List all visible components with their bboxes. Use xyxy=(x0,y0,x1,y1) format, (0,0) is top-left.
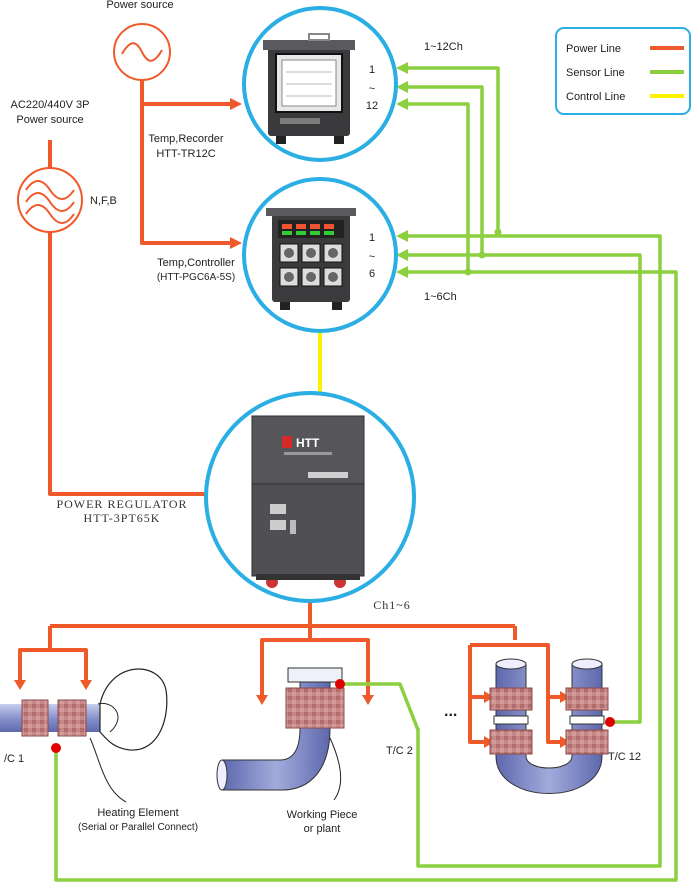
tc12-assembly xyxy=(489,658,615,794)
regulator-brand-label: HTT xyxy=(296,436,320,450)
temp-recorder xyxy=(242,6,398,162)
sensor-junction-dots xyxy=(464,228,502,276)
heating-element-label-2: (Serial or Parallel Connect) xyxy=(78,822,198,833)
sensor-lines xyxy=(54,66,678,882)
recorder-range-label: 1~12Ch xyxy=(424,41,463,53)
nfb-label: N,F,B xyxy=(90,195,117,207)
tc12-heater-1 xyxy=(489,687,533,711)
regulator-label-1: POWER REGULATOR xyxy=(56,497,187,511)
sensor-arrowheads xyxy=(396,62,408,278)
power-source-top-icon xyxy=(113,23,171,81)
power-lines xyxy=(18,80,566,744)
controller-ch-bot: 6 xyxy=(369,268,375,280)
recorder-label-1: Temp,Recorder xyxy=(148,133,224,145)
recorder-ch-top: 1 xyxy=(369,64,375,76)
tc1-assembly xyxy=(0,668,168,803)
recorder-ch-bot: 12 xyxy=(366,100,378,112)
tc2-heater xyxy=(285,687,345,729)
tc12-thermocouple xyxy=(605,717,615,727)
controller-ch-mid: ~ xyxy=(369,251,375,263)
ellipsis-label: ... xyxy=(444,703,457,720)
recorder-label-2: HTT-TR12C xyxy=(156,148,215,160)
tc1-thermocouple xyxy=(51,743,61,753)
heating-element-label-1: Heating Element xyxy=(97,807,178,819)
tc2-label: T/C 2 xyxy=(386,745,413,757)
regulator-label-2: HTT-3PT65K xyxy=(84,511,161,525)
power-arrowheads xyxy=(14,98,570,748)
tc1-heater-1 xyxy=(21,699,49,737)
tc2-thermocouple xyxy=(335,679,345,689)
legend-control-label: Control Line xyxy=(566,91,625,103)
tc12-heater-2 xyxy=(489,729,533,755)
controller-label-2: (HTT-PGC6A-5S) xyxy=(157,272,235,283)
tc12-heater-3 xyxy=(565,687,609,711)
channels-label: Ch1~6 xyxy=(373,598,411,612)
power-source-main-label-2: Power source xyxy=(16,114,83,126)
controller-range-label: 1~6Ch xyxy=(424,291,457,303)
legend-power-label: Power Line xyxy=(566,43,621,55)
recorder-ch-mid: ~ xyxy=(369,83,375,95)
controller-label-1: Temp,Controller xyxy=(157,257,235,269)
tc12-label: T/C 12 xyxy=(608,751,641,763)
power-source-main-label-1: AC220/440V 3P xyxy=(11,99,90,111)
power-source-top-label: Power source xyxy=(106,0,173,11)
legend-sensor-label: Sensor Line xyxy=(566,67,625,79)
tc1-label: /C 1 xyxy=(4,753,24,765)
power-regulator: HTT xyxy=(204,391,416,603)
legend: Power Line Sensor Line Control Line xyxy=(555,27,691,115)
nfb-breaker-icon xyxy=(17,167,83,233)
working-piece-label-2: or plant xyxy=(304,823,341,835)
tc12-heater-4 xyxy=(565,729,609,755)
temp-controller xyxy=(242,177,398,333)
tc2-assembly xyxy=(216,667,345,801)
working-piece-label-1: Working Piece xyxy=(287,809,358,821)
tc1-heater-2 xyxy=(57,699,87,737)
controller-ch-top: 1 xyxy=(369,232,375,244)
